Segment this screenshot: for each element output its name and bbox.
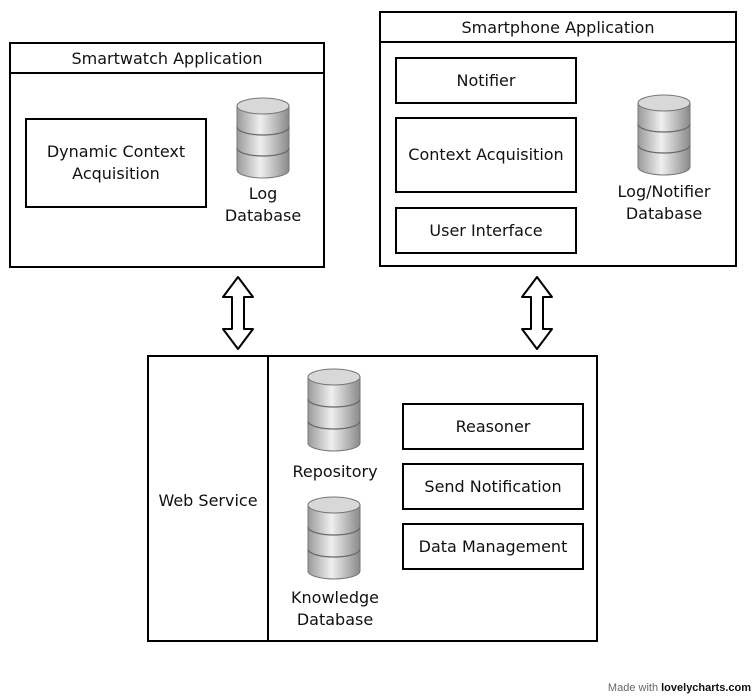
notifier-box: Notifier [395, 57, 577, 104]
watermark-prefix: Made with [607, 682, 662, 694]
web-service-title: Web Service [158, 491, 258, 510]
data-management-label: Data Management [418, 536, 568, 556]
repository-label: Repository [292, 462, 378, 481]
reasoner-box: Reasoner [402, 403, 584, 450]
notifier-label: Notifier [456, 70, 516, 90]
web-service-panel: Web Service Repository [147, 355, 598, 642]
watermark-brand: lovelycharts.com [661, 682, 751, 694]
send-notification-box: Send Notification [402, 463, 584, 510]
dynamic-context-acquisition-box: Dynamic Context Acquisition [25, 118, 207, 208]
smartphone-title: Smartphone Application [381, 13, 735, 43]
smartphone-panel: Smartphone Application Notifier Context … [379, 11, 737, 267]
dynamic-context-acquisition-label: Dynamic Context Acquisition [46, 142, 186, 183]
web-service-divider [267, 357, 269, 640]
context-acquisition-label: Context Acquisition [408, 145, 564, 165]
reasoner-label: Reasoner [455, 416, 531, 436]
user-interface-box: User Interface [395, 207, 577, 254]
smartwatch-panel: Smartwatch Application Dynamic Context A… [9, 42, 325, 268]
user-interface-label: User Interface [429, 220, 543, 240]
smartwatch-web-arrow-icon [221, 275, 255, 351]
knowledge-database-label: Knowledge Database [291, 588, 379, 629]
smartwatch-title: Smartwatch Application [11, 44, 323, 74]
log-database-label: Log Database [224, 184, 302, 225]
send-notification-label: Send Notification [424, 476, 562, 496]
repository-database-icon [306, 367, 362, 453]
context-acquisition-box: Context Acquisition [395, 117, 577, 193]
data-management-box: Data Management [402, 523, 584, 570]
smartphone-web-arrow-icon [520, 275, 554, 351]
log-database-icon [235, 96, 291, 180]
knowledge-database-icon [306, 495, 362, 581]
watermark: Made with lovelycharts.com [608, 682, 751, 694]
log-notifier-database-icon [636, 93, 692, 177]
log-notifier-database-label: Log/Notifier Database [617, 182, 711, 223]
